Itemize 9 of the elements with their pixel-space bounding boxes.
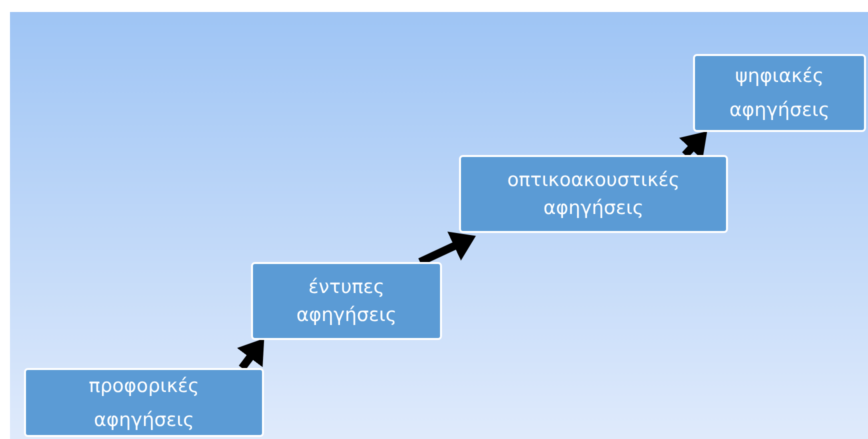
stage-box xyxy=(251,262,442,340)
stage-label: ψηφιακές αφηγήσεις xyxy=(728,64,831,123)
stage-box xyxy=(459,155,728,233)
stage-box xyxy=(693,54,866,132)
stage-label: προφορικές αφηγήσεις xyxy=(88,374,200,432)
stage-label: έντυπες αφηγήσεις xyxy=(295,275,398,328)
stage-label: οπτικοακουστικές αφηγήσεις xyxy=(506,168,681,221)
arrow xyxy=(237,338,264,370)
stage-box xyxy=(24,368,264,437)
